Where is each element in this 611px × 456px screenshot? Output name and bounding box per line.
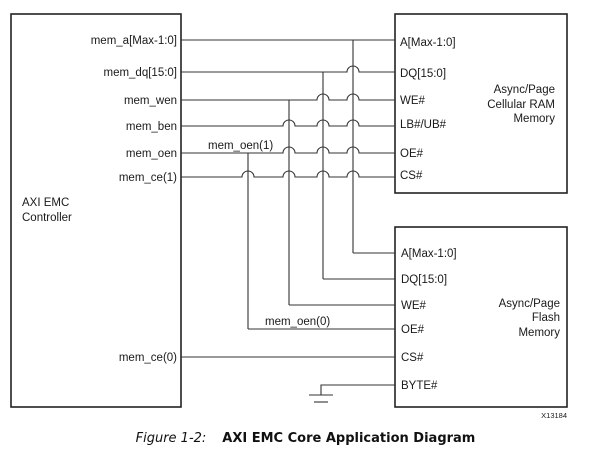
flash-pin-dq: DQ[15:0]	[401, 274, 447, 286]
wire-mem-ce1	[181, 170, 395, 178]
flash-pin-cs: CS#	[401, 352, 424, 364]
wire-mem-oen	[181, 146, 395, 154]
flash-pin-we: WE#	[401, 300, 427, 312]
caption-title: AXI EMC Core Application Diagram	[222, 431, 476, 446]
flash-title-line1: Async/Page	[499, 298, 560, 310]
controller-title-line1: AXI EMC	[22, 197, 69, 209]
flash-title-line2: Flash	[532, 312, 560, 324]
wires	[181, 39, 395, 403]
ram-pin-we: WE#	[400, 95, 426, 107]
ram-pin-a: A[Max-1:0]	[400, 37, 456, 49]
ram-pin-dq: DQ[15:0]	[400, 68, 446, 80]
flash-pin-oe: OE#	[401, 324, 425, 336]
figure-id: X13184	[541, 411, 567, 420]
controller-box	[10, 13, 182, 408]
net-label-mem-oen1: mem_oen(1)	[208, 140, 273, 152]
cellular-ram-box	[394, 13, 568, 194]
ram-title-line2: Cellular RAM	[487, 99, 555, 111]
port-mem-dq: mem_dq[15:0]	[103, 67, 177, 79]
wire-byte-ground	[320, 384, 395, 395]
net-label-mem-oen0: mem_oen(0)	[265, 316, 330, 328]
wire-mem-ben	[181, 119, 395, 127]
ram-pin-oe: OE#	[400, 148, 424, 160]
controller-title-line2: Controller	[22, 212, 72, 224]
flash-pin-a: A[Max-1:0]	[401, 248, 457, 260]
flash-pin-byte: BYTE#	[401, 380, 438, 392]
flash-title-line3: Memory	[518, 327, 560, 339]
port-mem-ben: mem_ben	[126, 121, 177, 133]
flash-box	[394, 226, 568, 408]
caption-number: Figure 1-2:	[135, 431, 207, 446]
wire-mem-dq	[181, 65, 395, 73]
ram-pin-lbub: LB#/UB#	[400, 119, 447, 131]
port-mem-ce0: mem_ce(0)	[119, 352, 177, 364]
port-mem-wen: mem_wen	[124, 95, 177, 107]
ram-pin-cs: CS#	[400, 170, 423, 182]
ram-title-line1: Async/Page	[494, 84, 555, 96]
ram-title-line3: Memory	[513, 113, 555, 125]
port-mem-a: mem_a[Max-1:0]	[91, 35, 177, 47]
wire-mem-wen	[181, 93, 395, 101]
figure-caption: Figure 1-2: AXI EMC Core Application Diag…	[0, 431, 611, 446]
port-mem-oen: mem_oen	[126, 148, 177, 160]
port-mem-ce1: mem_ce(1)	[119, 172, 177, 184]
